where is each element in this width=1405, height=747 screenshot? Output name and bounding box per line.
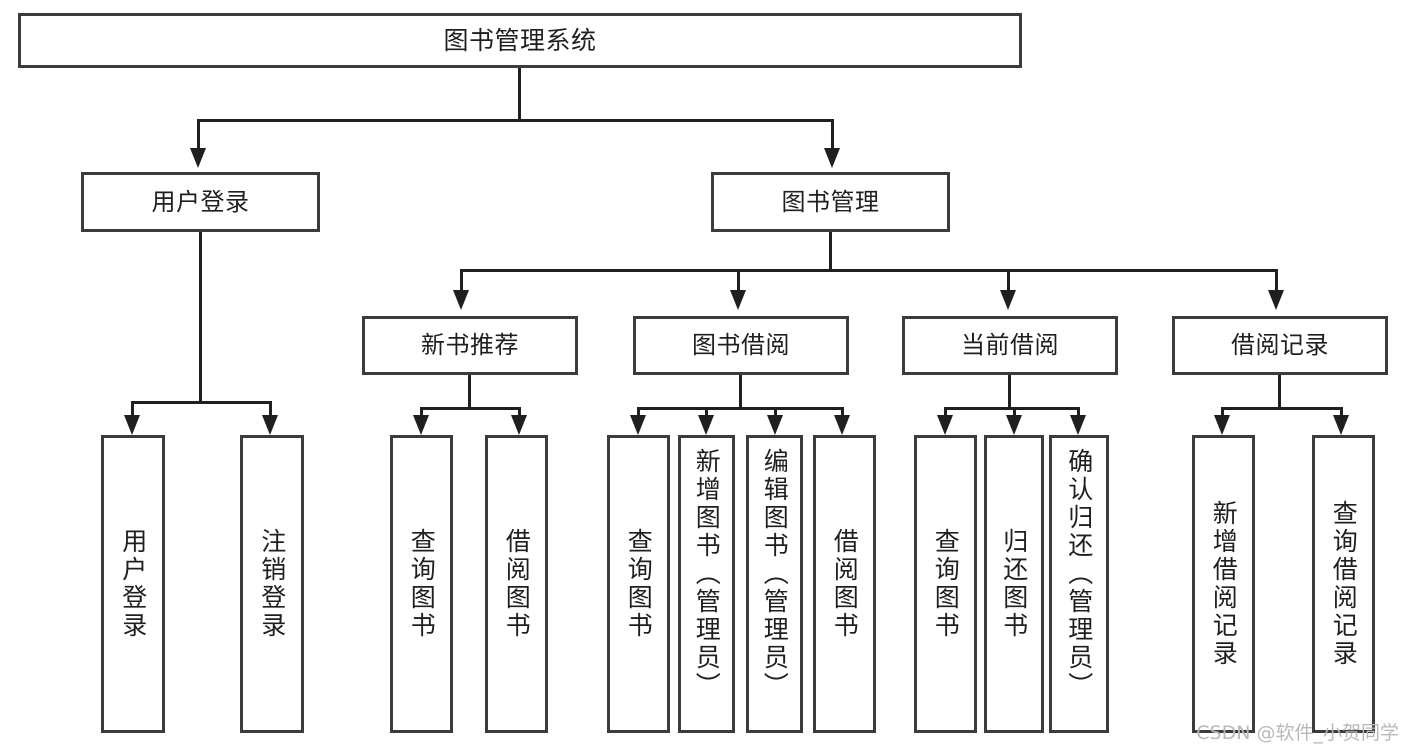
arrowhead-current-borrow-leaf-3 [1070,415,1086,435]
node-user-login[interactable]: 用户登录 [81,172,320,232]
leaf-label: 借阅图书 [830,528,860,640]
arrowhead-book-borrow-leaf-3 [767,415,783,435]
arrowhead-to-new-book [453,290,469,310]
connector-book-borrow-drop-3 [774,407,777,421]
arrowhead-to-current-borrow [1000,290,1016,310]
arrowhead-book-borrow-leaf-1 [630,415,646,435]
connector-new-book-drop-2 [518,407,521,421]
connector-new-book-bus [420,407,521,410]
connector-level3-bus [460,269,1278,272]
connector-root-stem [518,68,521,121]
leaf-query-borrow-record[interactable]: 查询借阅记录 [1312,435,1375,733]
arrowhead-book-borrow-leaf-2 [698,415,714,435]
connector-book-borrow-drop-2 [705,407,708,421]
leaf-current-query-book[interactable]: 查询图书 [914,435,977,733]
leaf-label: 注销登录 [257,528,287,640]
arrowhead-to-borrow-record [1268,290,1284,310]
connector-current-borrow-drop-3 [1077,407,1080,421]
connector-borrow-record-bus [1221,407,1343,410]
node-borrow-record[interactable]: 借阅记录 [1172,316,1388,375]
connector-book-borrow-drop-4 [841,407,844,421]
leaf-label: 编辑图书（管理员） [760,448,790,700]
node-new-book-recommend[interactable]: 新书推荐 [362,316,578,375]
connector-to-borrow-record [1275,269,1278,293]
leaf-add-book-admin[interactable]: 新增图书（管理员） [678,435,735,733]
leaf-label: 查询借阅记录 [1329,500,1359,668]
connector-book-borrow-bus-right [739,407,844,410]
node-book-borrow[interactable]: 图书借阅 [633,316,849,375]
connector-current-borrow-drop-1 [944,407,947,421]
arrowhead-current-borrow-leaf-1 [937,415,953,435]
node-label: 新书推荐 [421,331,519,360]
connector-current-borrow-stem [1008,375,1011,409]
leaf-confirm-return-admin[interactable]: 确认归还（管理员） [1049,435,1109,733]
leaf-new-book-borrow[interactable]: 借阅图书 [485,435,548,733]
node-label: 当前借阅 [961,331,1059,360]
leaf-new-book-query[interactable]: 查询图书 [390,435,453,733]
leaf-return-book[interactable]: 归还图书 [984,435,1044,733]
connector-to-current-borrow [1007,269,1010,293]
leaf-edit-book-admin[interactable]: 编辑图书（管理员） [746,435,803,733]
leaf-add-borrow-record[interactable]: 新增借阅记录 [1192,435,1255,733]
connector-new-book-drop-1 [420,407,423,421]
leaf-user-login[interactable]: 用户登录 [101,435,165,733]
node-book-manage[interactable]: 图书管理 [711,172,950,232]
arrowhead-to-book-borrow [730,290,746,310]
arrowhead-to-book-manage [824,148,840,168]
node-root-system[interactable]: 图书管理系统 [18,13,1022,68]
leaf-user-logout[interactable]: 注销登录 [240,435,304,733]
leaf-label: 查询图书 [407,528,437,640]
connector-book-borrow-stem [739,375,742,409]
connector-user-login-stem [199,232,202,403]
connector-book-manage-stem [829,232,832,272]
connector-current-borrow-bus [944,407,1079,410]
connector-to-new-book [460,269,463,293]
arrowhead-current-borrow-leaf-2 [1006,415,1022,435]
node-label: 图书管理 [781,187,880,216]
connector-borrow-record-stem [1278,375,1281,409]
leaf-label: 查询图书 [624,528,654,640]
leaf-label: 归还图书 [999,528,1029,640]
connector-to-user-login [197,119,200,151]
node-label: 借阅记录 [1231,331,1329,360]
leaf-label: 确认归还（管理员） [1064,448,1094,700]
node-label: 图书管理系统 [443,25,597,55]
leaf-label: 新增图书（管理员） [692,448,722,700]
connector-user-login-drop-1 [131,401,134,421]
leaf-label: 查询图书 [931,528,961,640]
arrowhead-user-login-leaf-2 [262,415,278,435]
connector-user-login-drop-2 [269,401,272,421]
leaf-label: 借阅图书 [502,528,532,640]
arrowhead-new-book-leaf-1 [413,415,429,435]
node-label: 图书借阅 [692,331,790,360]
leaf-label: 用户登录 [118,528,148,640]
arrowhead-book-borrow-leaf-4 [834,415,850,435]
connector-level2-bus [197,119,834,122]
leaf-borrow-query-book[interactable]: 查询图书 [607,435,670,733]
connector-new-book-stem [468,375,471,409]
connector-current-borrow-drop-2 [1013,407,1016,421]
connector-to-book-manage [831,119,834,151]
connector-borrow-record-drop-1 [1221,407,1224,421]
connector-borrow-record-drop-2 [1340,407,1343,421]
arrowhead-borrow-record-leaf-1 [1214,415,1230,435]
node-current-borrow[interactable]: 当前借阅 [902,316,1118,375]
arrowhead-to-user-login [190,148,206,168]
connector-to-book-borrow [737,269,740,293]
node-label: 用户登录 [151,187,250,216]
arrowhead-borrow-record-leaf-2 [1333,415,1349,435]
arrowhead-new-book-leaf-2 [511,415,527,435]
leaf-label: 新增借阅记录 [1209,500,1239,668]
arrowhead-user-login-leaf-1 [124,415,140,435]
connector-book-borrow-drop-1 [637,407,640,421]
connector-user-login-bus [131,401,272,404]
leaf-borrow-book[interactable]: 借阅图书 [813,435,876,733]
